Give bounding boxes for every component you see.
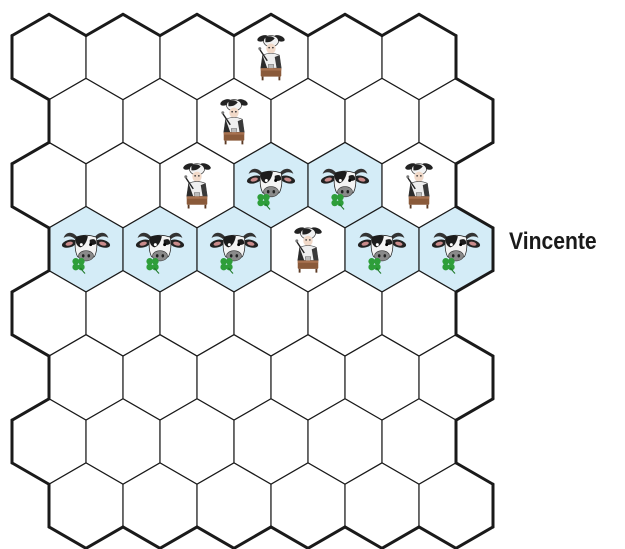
winner-name: Vincente: [509, 228, 597, 256]
